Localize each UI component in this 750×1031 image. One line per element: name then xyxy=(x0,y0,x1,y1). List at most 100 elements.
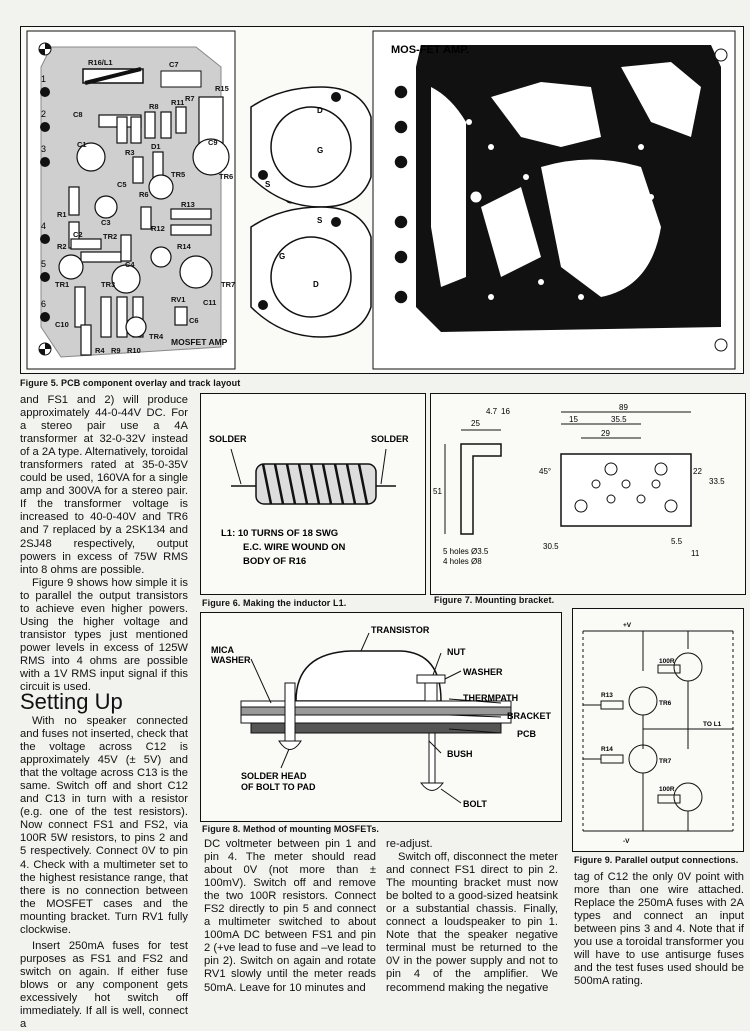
schematic-label: +V xyxy=(623,622,632,629)
component-label: R10 xyxy=(127,346,141,355)
component-label: R1 xyxy=(57,210,67,219)
body-paragraph: re-adjust. xyxy=(386,838,433,850)
schematic-label: -V xyxy=(623,838,630,845)
mounting-label: BRACKET xyxy=(507,711,552,721)
inductor-note: E.C. WIRE WOUND ON xyxy=(243,542,346,553)
fig6-caption: Figure 6. Making the inductor L1. xyxy=(202,598,347,608)
parallel-output-figure: +V 100R R13 TR6 TO L1 R14 TR7 100R -V xyxy=(572,608,744,852)
pin-label: 3 xyxy=(41,144,46,154)
dim-label: 16 xyxy=(501,407,510,416)
pcb-pins xyxy=(40,87,50,322)
inductor-note: L1: 10 TURNS OF 18 SWG xyxy=(221,528,338,539)
mounting-label: BUSH xyxy=(447,749,473,759)
component-label: R13 xyxy=(181,200,195,209)
component-label: C4 xyxy=(125,260,135,269)
schematic-label: TR7 xyxy=(659,758,672,765)
text-column-2: DC voltmeter between pin 1 and pin 4. Th… xyxy=(204,838,376,995)
pin-label: 5 xyxy=(41,259,46,269)
component-label: C3 xyxy=(101,218,111,227)
dim-label: 35.5 xyxy=(611,415,627,424)
mosfet-label: S xyxy=(265,180,271,189)
component-label: TR1 xyxy=(55,280,69,289)
text-column-3: re-adjust. Switch off, disconnect the me… xyxy=(386,838,558,995)
body-paragraph: and FS1 and 2) will produce approximatel… xyxy=(20,394,188,576)
body-paragraph: tag of C12 the only 0V point with more t… xyxy=(574,871,744,988)
pcb-title: MOS-FET AMP. xyxy=(391,44,469,56)
component-label: R3 xyxy=(125,148,135,157)
dim-label: 5.5 xyxy=(671,537,683,546)
schematic-label: 100R xyxy=(659,786,675,793)
component-label: R9 xyxy=(111,346,121,355)
schematic-label: R13 xyxy=(601,692,613,699)
schematic-label: TR6 xyxy=(659,700,672,707)
bracket-drawing: 25 51 4.7 16 89 15 35.5 29 22 33.5 45° 5… xyxy=(433,403,725,566)
section-heading: Setting Up xyxy=(20,689,123,714)
dim-label: 11 xyxy=(691,549,700,558)
dim-label: 4.7 xyxy=(486,407,498,416)
body-paragraph: Insert 250mA fuses for test purposes as … xyxy=(20,939,188,1031)
component-label: R16/L1 xyxy=(88,58,113,67)
solder-label-left: SOLDER xyxy=(209,434,247,444)
dim-label: 29 xyxy=(601,429,610,438)
pin-label: 4 xyxy=(41,221,46,231)
dim-label: 15 xyxy=(569,415,578,424)
mounting-label: THERMPATH xyxy=(463,693,518,703)
component-label: C2 xyxy=(73,230,83,239)
component-label: R4 xyxy=(95,346,105,355)
component-label: TR3 xyxy=(101,280,115,289)
mosfet-label: G xyxy=(279,252,285,261)
component-label: C9 xyxy=(208,138,218,147)
fig9-caption: Figure 9. Parallel output connections. xyxy=(574,855,739,865)
bracket-figure: 25 51 4.7 16 89 15 35.5 29 22 33.5 45° 5… xyxy=(430,393,746,595)
inductor-figure: SOLDER SOLDER L1: 10 TURNS OF 18 SWG E.C… xyxy=(200,393,426,595)
component-label: TR6 xyxy=(219,172,233,181)
mounting-drawing: TRANSISTOR NUT WASHER MICA WASHER THERMP… xyxy=(211,625,552,809)
body-paragraph: Figure 9 shows how simple it is to paral… xyxy=(20,576,188,694)
component-label: R15 xyxy=(215,84,229,93)
component-label: R6 xyxy=(139,190,149,199)
fig8-caption: Figure 8. Method of mounting MOSFETs. xyxy=(202,824,380,834)
mounting-label: BOLT xyxy=(463,799,487,809)
body-paragraph: With no speaker connected and fuses not … xyxy=(20,715,188,936)
mounting-figure: TRANSISTOR NUT WASHER MICA WASHER THERMP… xyxy=(200,612,562,822)
mounting-label: WASHER xyxy=(463,667,503,677)
component-label: C8 xyxy=(73,110,83,119)
dim-label: 25 xyxy=(471,419,480,428)
pin-label: 6 xyxy=(41,299,46,309)
mounting-label: NUT xyxy=(447,647,466,657)
component-label: C1 xyxy=(77,140,87,149)
component-label: R11 xyxy=(171,98,184,107)
mosfet-label: G xyxy=(317,146,323,155)
pcb-figure: 1 2 3 4 5 6 xyxy=(20,26,744,374)
mounting-label: WASHER xyxy=(211,655,251,665)
parallel-output-schematic: +V 100R R13 TR6 TO L1 R14 TR7 100R -V xyxy=(582,622,734,845)
mounting-label: TRANSISTOR xyxy=(371,625,430,635)
inductor-note: BODY OF R16 xyxy=(243,556,306,567)
component-label: D1 xyxy=(151,142,161,151)
component-label: RV1 xyxy=(171,295,185,304)
component-label: TR4 xyxy=(149,332,164,341)
component-label: R8 xyxy=(149,102,159,111)
component-label: C10 xyxy=(55,320,69,329)
mounting-label: PCB xyxy=(517,729,537,739)
pin-label: 1 xyxy=(41,74,46,84)
component-label: C6 xyxy=(189,316,199,325)
pcb-drawing: 1 2 3 4 5 6 xyxy=(26,30,736,370)
text-column-1: and FS1 and 2) will produce approximatel… xyxy=(20,394,188,694)
schematic-label: R14 xyxy=(601,746,613,753)
component-label: C11 xyxy=(203,298,216,307)
component-label: R14 xyxy=(177,242,192,251)
dim-label: 45° xyxy=(539,467,551,476)
dim-label: 22 xyxy=(693,467,702,476)
dim-label: 33.5 xyxy=(709,477,725,486)
component-label: C7 xyxy=(169,60,179,69)
component-label: TR2 xyxy=(103,232,117,241)
fig7-caption: Figure 7. Mounting bracket. xyxy=(434,595,555,605)
component-label: TR5 xyxy=(171,170,185,179)
pin-label: 2 xyxy=(41,109,46,119)
solder-label-right: SOLDER xyxy=(371,434,409,444)
mounting-label: SOLDER HEAD xyxy=(241,771,307,781)
mounting-label: OF BOLT TO PAD xyxy=(241,782,316,792)
text-column-4: tag of C12 the only 0V point with more t… xyxy=(574,871,744,988)
inductor-drawing: SOLDER SOLDER L1: 10 TURNS OF 18 SWG E.C… xyxy=(209,434,409,567)
